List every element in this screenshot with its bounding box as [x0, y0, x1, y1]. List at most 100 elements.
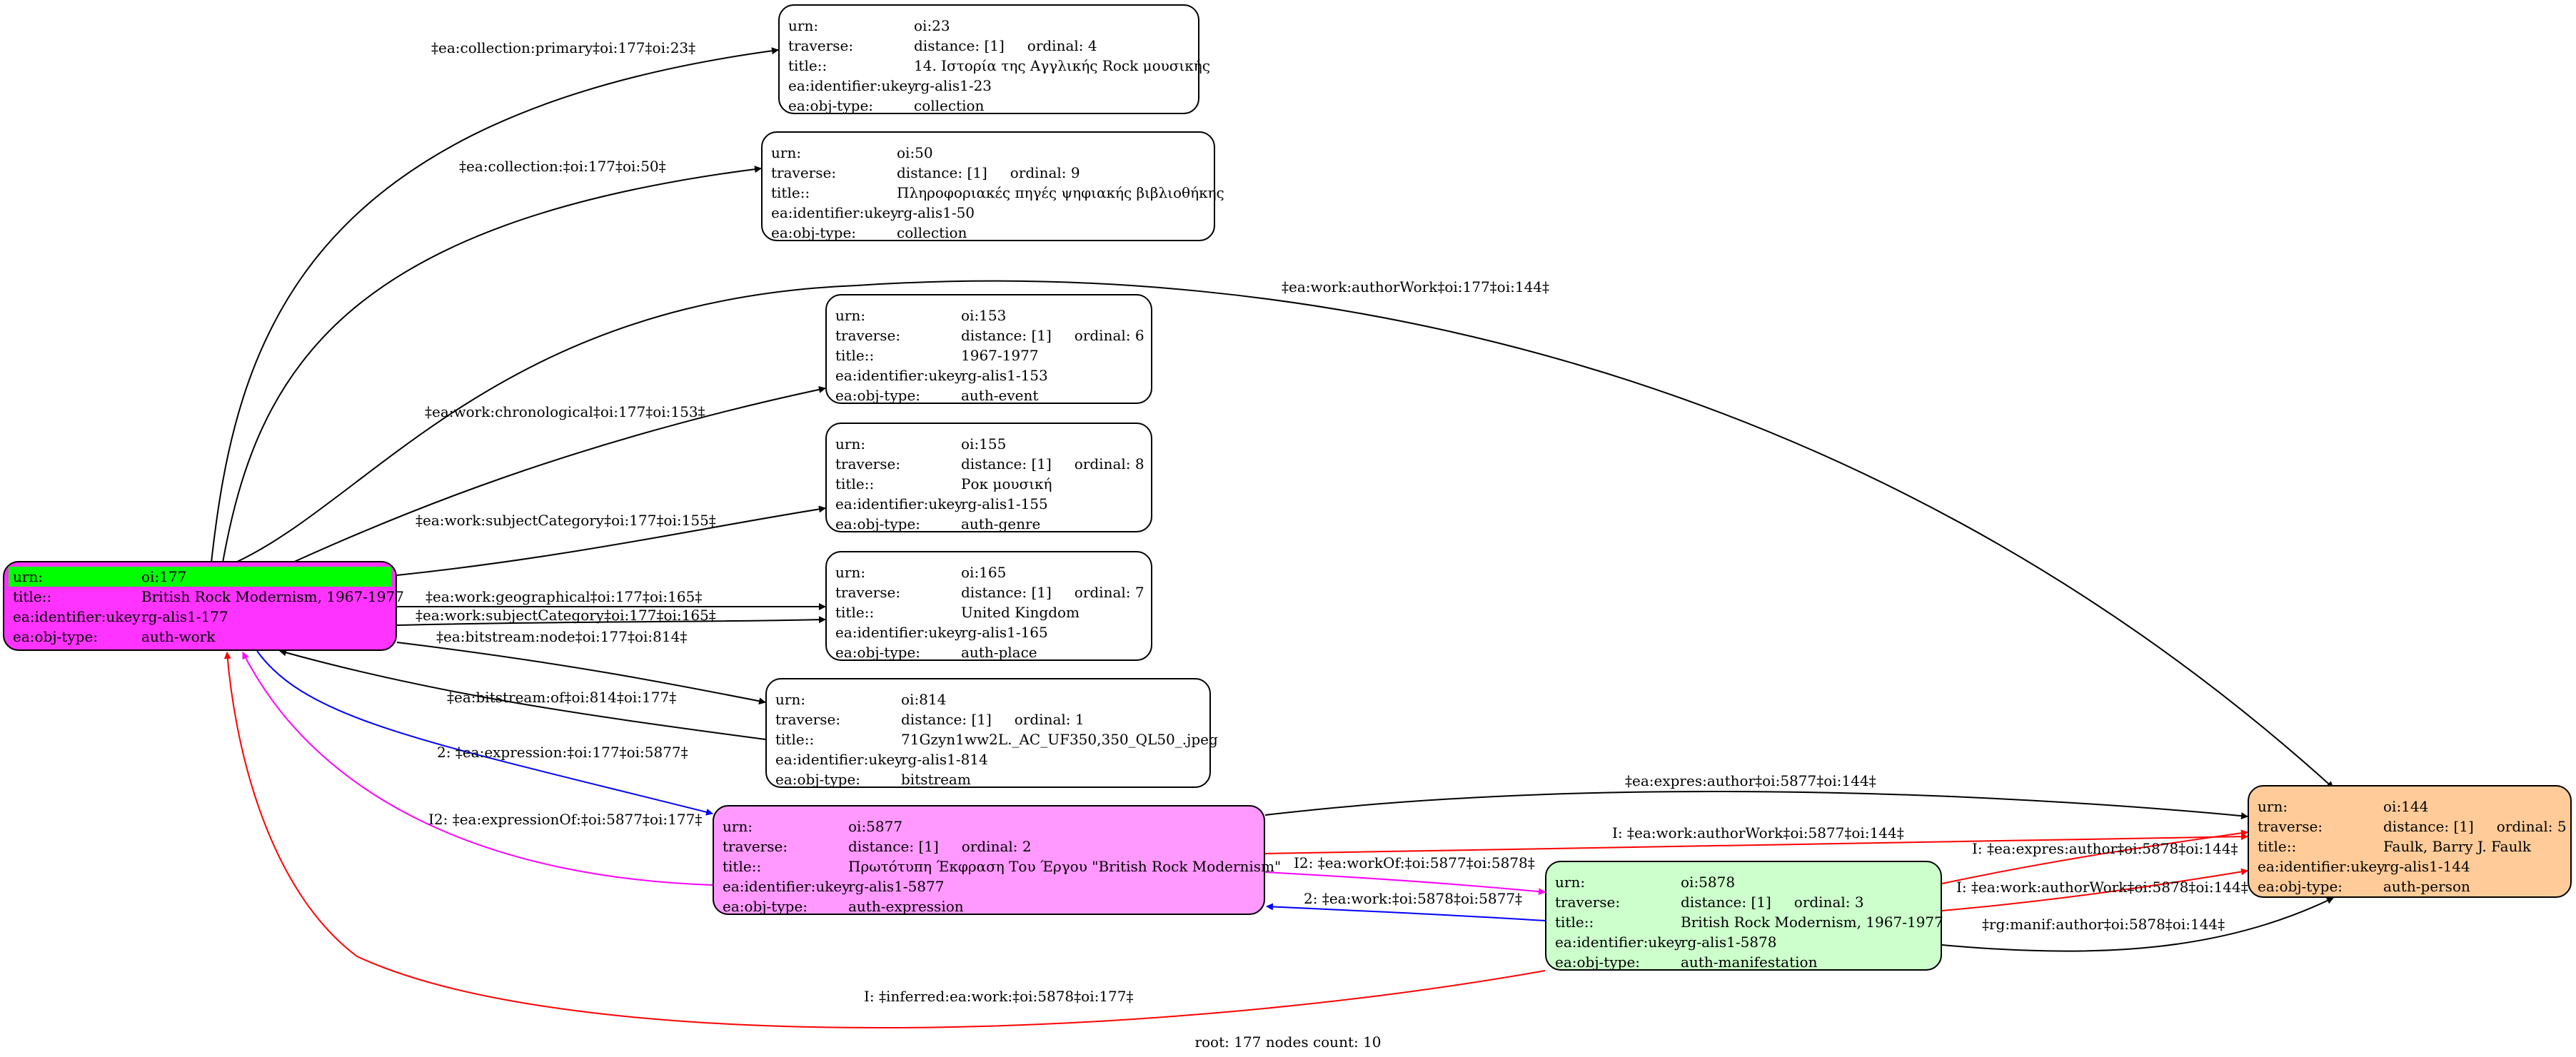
node-row-title: title:: British Rock Modernism, 1967-197… [4, 587, 404, 607]
edge-label: ‡rg:manif:author‡oi:5878‡oi:144‡ [1982, 916, 2225, 933]
node-row-title: title::British Rock Modernism, 1967-1977 [1546, 912, 1943, 932]
node-value: auth-genre [961, 515, 1041, 532]
node-row-traverse: traverse:distance: [1]ordinal: 6 [827, 325, 1151, 345]
node-key: ea:obj-type: [723, 898, 808, 915]
edge-label: I2: ‡ea:workOf:‡oi:5877‡oi:5878‡ [1294, 854, 1535, 871]
node-value: rg-alis1-165 [961, 624, 1048, 641]
edge-814-177 [279, 649, 766, 740]
node-value: oi:5877 [848, 818, 903, 835]
node-row-urn: urn:oi:155 [827, 434, 1151, 454]
node-key: ea:identifier:ukey [2258, 858, 2385, 875]
node-key: ea:obj-type: [835, 387, 921, 404]
node-key: ea:identifier:ukey [835, 495, 963, 512]
node-value: oi:153 [961, 307, 1007, 324]
node-distance: distance: [1] [901, 711, 992, 728]
node-row-type: ea:obj-type:collection [763, 223, 1214, 243]
node-key: title:: [775, 731, 815, 748]
node-traverse: distance: [1]ordinal: 2 [848, 836, 1264, 856]
node-row-traverse: traverse: distance: [1]ordinal: 2 [714, 836, 1264, 856]
node-value: rg-alis1-5878 [1681, 934, 1777, 951]
node-oi-177[interactable]: urn: oi:177 title:: British Rock Moderni… [3, 561, 404, 651]
node-row-title: title::Πρωτότυπη Έκφραση Του Έργου "Brit… [714, 856, 1281, 876]
node-key: traverse: [835, 327, 901, 344]
edge-177-5877 [256, 650, 713, 816]
node-value: rg-alis1-50 [897, 204, 975, 221]
node-value: United Kingdom [961, 604, 1080, 621]
node-key: urn: [1555, 874, 1586, 891]
node-value: oi:50 [897, 144, 933, 161]
node-key: urn: [2258, 798, 2288, 815]
node-value: collection [914, 97, 985, 114]
node-row-traverse: traverse:distance: [1]ordinal: 4 [780, 36, 1198, 56]
node-value: Faulk, Barry J. Faulk [2383, 838, 2531, 855]
edge-label: ‡ea:work:authorWork‡oi:177‡oi:144‡ [1282, 278, 1549, 295]
node-oi-50[interactable]: urn: oi:50 traverse: distance: [1]ordinal: … [761, 131, 1224, 243]
node-value: auth-person [2383, 878, 2470, 895]
node-value: 71Gzyn1ww2L._AC_UF350,350_QL50_.jpeg [901, 731, 1218, 748]
node-traverse: distance: [1]ordinal: 9 [897, 163, 1214, 183]
edge-5878-144-c [1941, 897, 2334, 952]
node-row-type: ea:obj-type:auth-genre [827, 514, 1151, 534]
node-key: traverse: [835, 455, 901, 472]
edge-177-155 [396, 505, 826, 576]
node-row-title: title::Ροκ μουσική [827, 474, 1151, 494]
node-key: urn: [771, 144, 802, 161]
node-key: urn: [835, 564, 866, 581]
node-ordinal: ordinal: 3 [1793, 894, 1864, 911]
edge-label: 2: ‡ea:expression:‡oi:177‡oi:5877‡ [437, 744, 688, 761]
node-distance: distance: [1] [961, 327, 1052, 344]
node-value: auth-event [961, 387, 1039, 404]
node-value: Ροκ μουσική [961, 475, 1052, 492]
node-value: 1967-1977 [961, 347, 1039, 364]
edge-label: ‡ea:work:subjectCategory‡oi:177‡oi:155‡ [416, 512, 716, 529]
edge-5878-5877 [1266, 903, 1546, 921]
node-oi-5877[interactable]: urn: oi:5877 traverse: distance: [1]ordinal… [713, 805, 1281, 916]
node-title: British Rock Modernism, 1967-1977 [141, 588, 404, 605]
node-key: urn: [723, 818, 753, 835]
node-key: ea:obj-type: [835, 644, 921, 661]
node-value: rg-alis1-144 [2383, 858, 2470, 875]
node-key: title:: [13, 588, 52, 605]
edge-label: ‡ea:bitstream:of‡oi:814‡oi:177‡ [447, 689, 676, 706]
node-key: traverse: [723, 838, 788, 855]
node-row-urn: urn:oi:165 [827, 562, 1151, 582]
node-distance: distance: [1] [2383, 818, 2474, 835]
node-row-traverse: traverse:distance: [1]ordinal: 1 [767, 709, 1209, 729]
node-key: ea:identifier:ukey [775, 751, 903, 768]
edge-label: ‡ea:collection:‡oi:177‡oi:50‡ [459, 158, 666, 175]
node-value: oi:5878 [1681, 874, 1736, 891]
edge-5877-5878 [1264, 871, 1546, 896]
node-row-title: title::Πληροφοριακές πηγές ψηφιακής βιβλ… [763, 183, 1224, 203]
node-distance: distance: [1] [1681, 894, 1771, 911]
node-key: ea:identifier:ukey [723, 878, 850, 895]
node-traverse: distance: [1]ordinal: 7 [961, 582, 1151, 602]
node-value: rg-alis1-814 [901, 751, 988, 768]
edge-label: I2: ‡ea:expressionOf:‡oi:5877‡oi:177‡ [428, 811, 702, 828]
node-row-ukey: ea:identifier:ukey rg-alis1-177 [4, 607, 396, 627]
node-key: traverse: [771, 164, 837, 181]
node-row-title: title::Faulk, Barry J. Faulk [2249, 836, 2570, 856]
node-row-title: title::71Gzyn1ww2L._AC_UF350,350_QL50_.j… [767, 729, 1218, 749]
node-row-type: ea:obj-type:bitstream [767, 769, 1209, 789]
node-traverse: distance: [1]ordinal: 8 [961, 454, 1151, 474]
node-urn: oi:177 [141, 567, 391, 587]
node-distance: distance: [1] [914, 37, 1005, 54]
node-key: traverse: [2258, 818, 2323, 835]
node-ordinal: ordinal: 8 [1074, 455, 1144, 472]
node-row-traverse: traverse: distance: [1]ordinal: 9 [763, 163, 1214, 183]
node-row-type: ea:obj-type:auth-manifestation [1546, 952, 1941, 972]
node-row-type: ea:obj-type:auth-expression [714, 896, 1264, 916]
node-key: traverse: [775, 711, 841, 728]
node-key: ea:obj-type: [771, 224, 857, 241]
